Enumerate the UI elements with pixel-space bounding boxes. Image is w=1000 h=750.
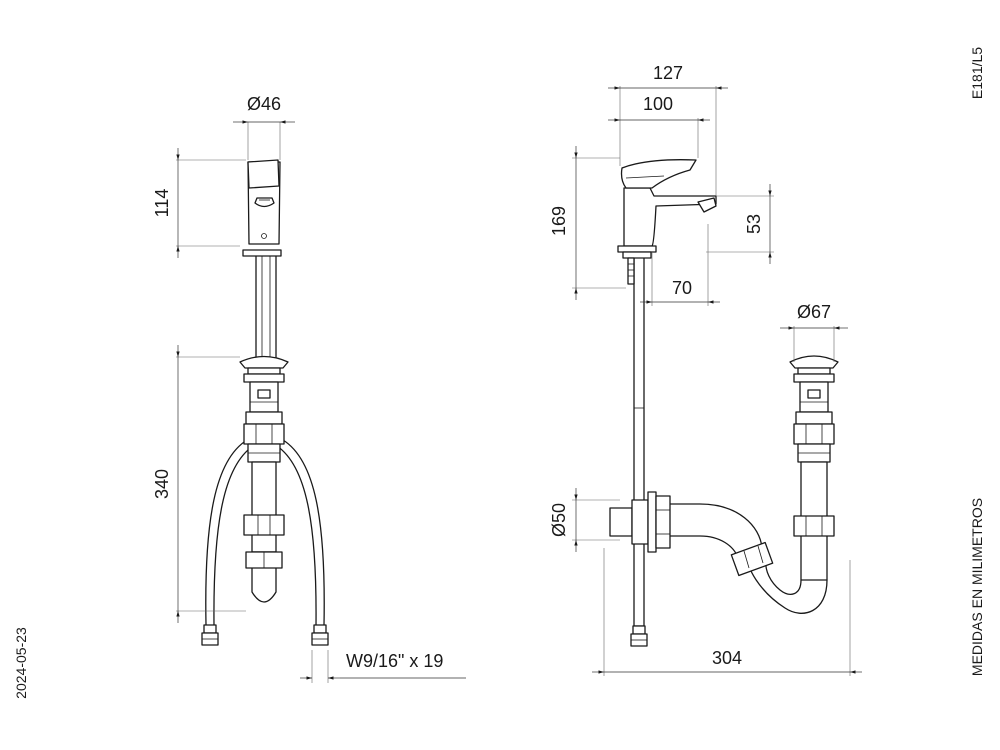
front-drain-height-label: 340	[152, 469, 172, 499]
side-dimensions: 127 100 169 53 70 Ø67	[549, 63, 862, 676]
spout-height-label: 53	[744, 214, 764, 234]
spout-offset-label: 70	[672, 278, 692, 298]
front-height-label: 114	[152, 189, 172, 218]
front-dimensions: Ø46 114 340 W9/16" x 19	[152, 94, 466, 683]
units-note: MEDIDAS EN MILIMETROS	[969, 498, 985, 676]
front-diameter-label: Ø46	[247, 94, 281, 114]
hose-thread-label: W9/16" x 19	[346, 651, 443, 671]
side-view	[609, 159, 839, 647]
reach-spout-label: 100	[643, 94, 673, 114]
side-height-label: 169	[549, 206, 569, 236]
reach-total-label: 127	[653, 63, 683, 83]
drawing-date: 2024-05-23	[13, 627, 29, 699]
drawing-code: E181/L5	[969, 47, 985, 99]
trap-diameter-label: Ø50	[549, 503, 569, 537]
trap-depth-label: 304	[712, 648, 742, 668]
front-view	[201, 159, 329, 646]
drain-diameter-label: Ø67	[797, 302, 831, 322]
